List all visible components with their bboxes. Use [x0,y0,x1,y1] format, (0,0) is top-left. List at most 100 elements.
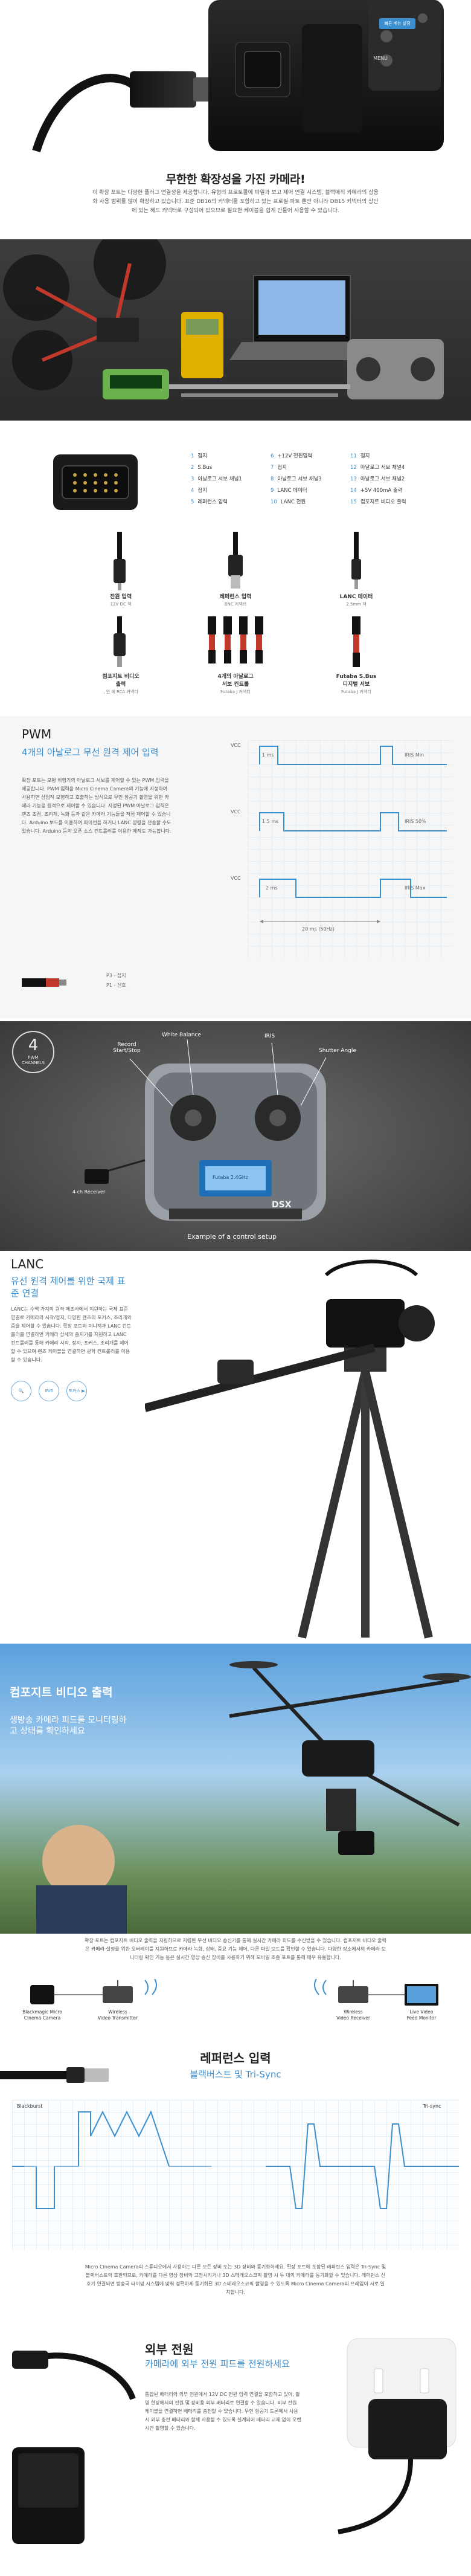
servo-plug-icon [22,978,66,987]
connector-pins-icon [73,473,118,492]
diagram-receiver-label: Wireless Video Receiver [336,2009,370,2021]
pwm-body: 확장 포트는 모형 비행기의 아날로그 서보를 제어할 수 있는 PWM 입력을… [22,778,171,834]
diagram-monitor-label: Live Video Feed Monitor [406,2009,437,2021]
bnc-plug-icon [228,532,243,589]
wave-iris-2: IRIS 50% [405,819,426,824]
screen-text: Futaba 2.4GHz [213,1175,248,1180]
diagram-transmitter-label: Wireless Video Transmitter [97,2009,138,2021]
cable-sbus-label: Futaba S.Bus 디지털 서보 Futaba J 커넥터 [336,674,377,694]
hero-title: 무한한 확장성을 가진 카메라! [165,173,306,186]
cable-sbus [338,616,374,671]
cable-composite [101,616,138,671]
pwm-subtitle: 4개의 아날로그 무선 원격 제어 입력 [22,747,159,758]
lanc-zoom-button[interactable]: 🔍 [11,1381,31,1401]
jack-plug-icon [351,532,361,589]
pin-label-p3: P3 - 접지 [106,973,126,978]
label-record: Record Start/Stop [113,1042,141,1054]
composite-photo: 컴포지트 비디오 출력 생방송 카메라 피드를 모니터링하고 상태를 확인하세요 [0,1644,471,1934]
lanc-iris-button[interactable]: IRIS [39,1381,59,1401]
wireless-diagram-illustration [30,1975,438,2006]
cable-servo-label: 4개의 아날로그 서보 컨트롤 Futaba J 커넥터 [217,674,254,694]
pwm-section: PWM 4개의 아날로그 무선 원격 제어 입력 확장 포트는 모형 비행기의 … [0,716,471,1018]
blackburst-label: Blackburst [17,2103,43,2109]
lanc-body: LANC는 수백 가지의 원격 제조사에서 지원하는 국제 표준 연결로 카메라… [11,1306,132,1363]
wave-vcc-3: VCC [231,876,241,881]
composite-title: 컴포지트 비디오 출력 [10,1686,113,1699]
bnc-cable-photo [0,2051,121,2100]
sync-waveforms [12,2110,459,2209]
wave-period: 20 ms (50Hz) [302,926,335,932]
menu-button[interactable]: MENU [373,56,388,61]
power-body: 통합된 배터리와 외부 전원에서 12V DC 전원 입력 연결을 포함하고 있… [145,2392,301,2431]
pin-row: 6+12V 전원입력 [271,453,313,459]
pwm-servo-connector: P3 - 접지 P1 - 신호 [22,970,149,994]
camera-illustration [32,0,444,153]
tripod-camera-illustration [145,1259,435,1639]
wireless-diagram: Blackmagic Micro Cinema Camera Wireless … [12,1975,459,2033]
power-subtitle: 카메라에 외부 전원 피드를 전원하세요 [145,2358,290,2369]
servo-connectors-icon [208,616,263,663]
reference-subtitle: 블랙버스트 및 Tri-Sync [190,2069,281,2080]
cable-lanc-label: LANC 데이터 2.5mm 잭 [339,594,373,607]
hero-camera-banner: 빠른 메뉴 설정 MENU [0,0,471,163]
cable-lanc [338,532,374,592]
pwm-badge: 4 PWM CHANNELS [12,1031,54,1073]
cable-power-label: 전원 입력 12V DC 잭 [109,594,132,607]
lanc-section: LANC 유선 원격 제어를 위한 국제 표준 연결 LANC는 수백 가지의 … [0,1251,471,1644]
lanc-subtitle: 유선 원격 제어를 위한 국제 표준 연결 [11,1276,126,1299]
equipment-illustration [3,227,444,399]
wave-iris-3: IRIS Max [405,885,426,891]
lanc-focus-button[interactable]: 포커스 ▶ [66,1381,87,1401]
dc-plug-icon [114,532,126,590]
pwm-waveforms [259,746,447,923]
quick-menu-button[interactable]: 빠른 메뉴 설정 [379,18,415,29]
hero-body: 이 확장 포트는 다양한 플러그 연결성을 제공합니다. 유형의 프로토콜에 파… [92,190,379,214]
label-iris: IRIS [264,1033,275,1039]
pwm-badge-text: PWM CHANNELS [21,1055,45,1065]
cable-servo [199,610,272,671]
label-white-balance: White Balance [162,1032,201,1038]
diagram-camera-label: Blackmagic Micro Cinema Camera [22,2009,62,2021]
power-title: 외부 전원 [145,2342,194,2357]
pwm-badge-number: 4 [28,1036,39,1054]
controller-section: 4 PWM CHANNELS Futaba 2.4GHz DSX White B… [0,1021,471,1251]
rca-plug-icon [114,616,126,667]
pwm-waveform-chart: VCC 1 ms IRIS Min VCC 1.5 ms IRIS 50% VC… [231,740,453,958]
drone-illustration [36,1661,471,1934]
control-setup-caption: Example of a control setup [187,1233,277,1241]
composite-subtitle: 생방송 카메라 피드를 모니터링하고 상태를 확인하세요 [10,1716,127,1736]
pwm-title: PWM [22,727,52,741]
power-section: 외부 전원 카메라에 외부 전원 피드를 전원하세요 통합된 배터리와 외부 전… [0,2326,471,2576]
wave-vcc-2: VCC [231,809,241,815]
reference-waveform-chart: Blackburst Tri-sync [12,2100,459,2251]
brand-text: DSX [272,1200,292,1210]
cable-reference-label: 레퍼런스 입력 BNC 커넥터 [219,594,252,607]
wave-iris-1: IRIS Min [405,752,425,758]
wave-label-3: 2 ms [266,885,278,891]
label-shutter: Shutter Angle [319,1048,356,1054]
bnc-cable-icon [0,2067,109,2083]
wave-label-2: 1.5 ms [262,819,279,824]
cable-composite-label: 컴포지트 비디오 출력 ‚ 인 에 RCA 커넥터 [102,674,139,694]
trisync-label: Tri-sync [423,2103,441,2109]
pin-label-p1: P1 - 신호 [106,983,126,988]
power-adapter-illustration [12,2338,457,2544]
db15-connector [53,454,138,510]
transmitter-illustration [85,1039,327,1221]
reference-body: Micro Cinema Camera의 스튜디오에서 사용하는 다른 모든 장… [85,2264,386,2295]
